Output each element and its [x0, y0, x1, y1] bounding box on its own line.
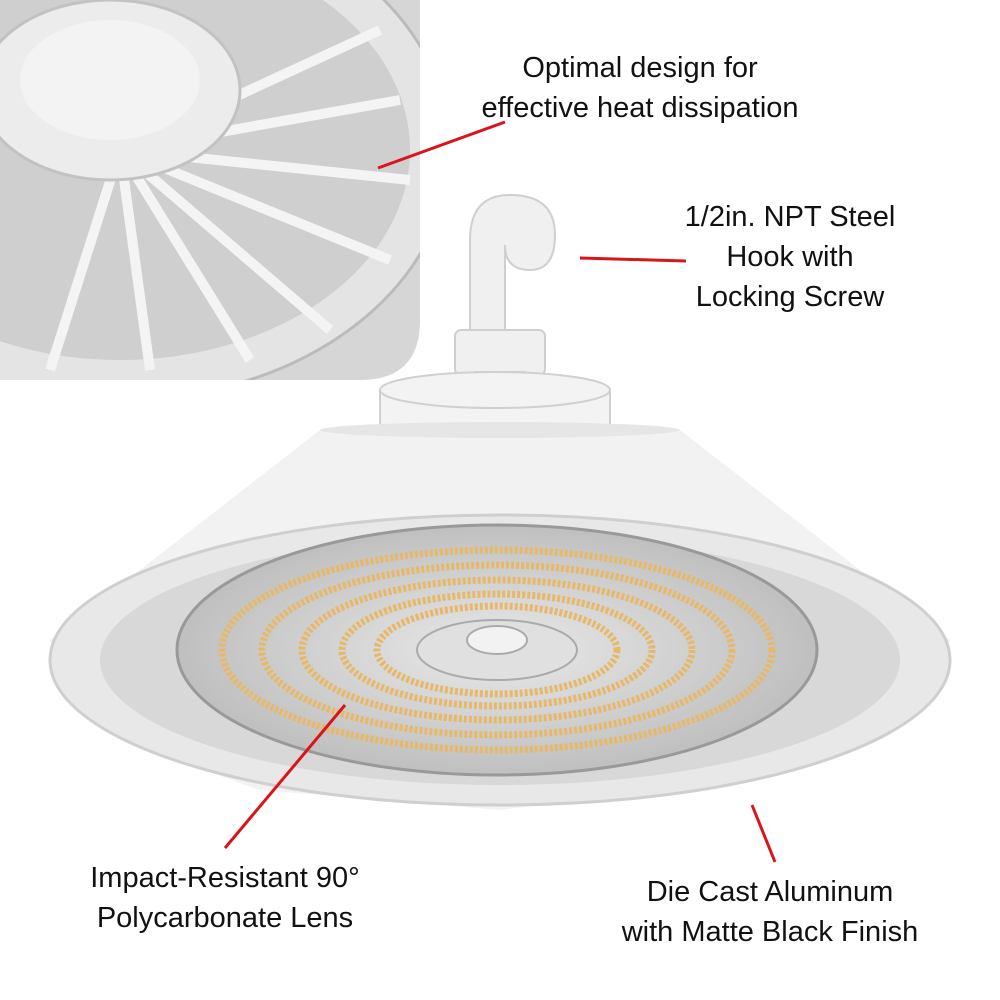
callout-heat-dissipation: Optimal design for effective heat dissip…: [481, 52, 799, 124]
heatsink-inset-image: [0, 0, 420, 380]
callout-lens: Impact-Resistant 90° Polycarbonate Lens: [90, 862, 360, 934]
lens-center: [416, 619, 578, 681]
callout-hook: 1/2in. NPT Steel Hook with Locking Screw: [684, 201, 896, 313]
steel-hook: [454, 193, 557, 393]
leader-hook: [579, 256, 687, 263]
leader-lens: [223, 704, 347, 849]
driver-cap: [379, 371, 611, 431]
leader-body: [750, 804, 777, 863]
led-rings: [218, 546, 776, 754]
leader-lines: [223, 120, 777, 863]
callout-body: Die Cast Aluminum with Matte Black Finis…: [621, 876, 919, 948]
leader-heat: [377, 120, 506, 170]
